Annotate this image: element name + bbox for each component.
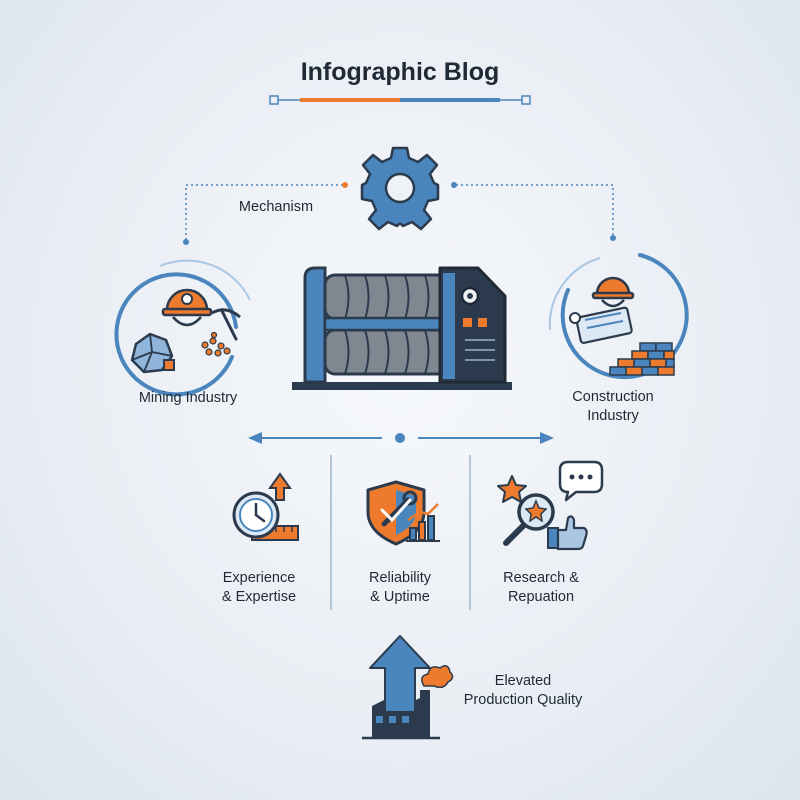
horizontal-connector <box>248 432 554 444</box>
outcome-label: Elevated Production Quality <box>448 672 598 710</box>
construction-label-line2: Industry <box>587 408 639 424</box>
mechanism-label: Mechanism <box>238 199 314 215</box>
construction-industry-label: Construction Industry <box>548 388 678 426</box>
factor-reliability: Reliability & Uptime <box>340 569 460 607</box>
factor-research-line1: Research & <box>503 570 579 586</box>
worker-helmet-icon <box>591 276 635 308</box>
star-icon <box>497 475 527 503</box>
mining-circle <box>114 259 251 397</box>
outcome-label-line2: Production Quality <box>463 692 583 708</box>
factor-research-line2: Repuation <box>507 589 575 605</box>
miner-helmet-icon <box>161 288 213 327</box>
magnifier-icon <box>503 493 555 546</box>
big-arrow-up-icon <box>369 635 431 713</box>
roller-machine-icon <box>292 266 512 390</box>
rock-icon <box>130 332 175 374</box>
arrow-up-icon <box>268 472 292 501</box>
thumbs-up-icon <box>547 515 588 551</box>
factor-reliability-line1: Reliability <box>368 570 432 586</box>
factor-experience-line2: & Expertise <box>221 589 297 605</box>
speech-bubble-icon <box>558 460 604 502</box>
factor-experience-line1: Experience <box>222 570 296 586</box>
title-underline <box>269 95 531 105</box>
gear-connectors <box>183 182 616 245</box>
factor-research: Research & Repuation <box>481 569 601 607</box>
construction-label-line1: Construction <box>572 389 654 405</box>
bricks-icon <box>609 342 675 376</box>
mining-industry-label: Mining Industry <box>138 390 238 406</box>
gear-icon <box>360 146 440 231</box>
page-title: Infographic Blog <box>300 58 500 86</box>
column-dividers <box>330 455 471 610</box>
factor-experience: Experience & Expertise <box>199 569 319 607</box>
stopwatch-icon <box>232 491 299 541</box>
pickaxe-icon <box>211 308 241 341</box>
blueprint-icon <box>569 306 633 344</box>
factor-reliability-line2: & Uptime <box>370 589 430 605</box>
bar-chart-icon <box>406 503 440 542</box>
smoke-icon <box>421 665 454 689</box>
outcome-label-line1: Elevated <box>494 673 552 689</box>
ore-pile-icon <box>201 331 231 357</box>
